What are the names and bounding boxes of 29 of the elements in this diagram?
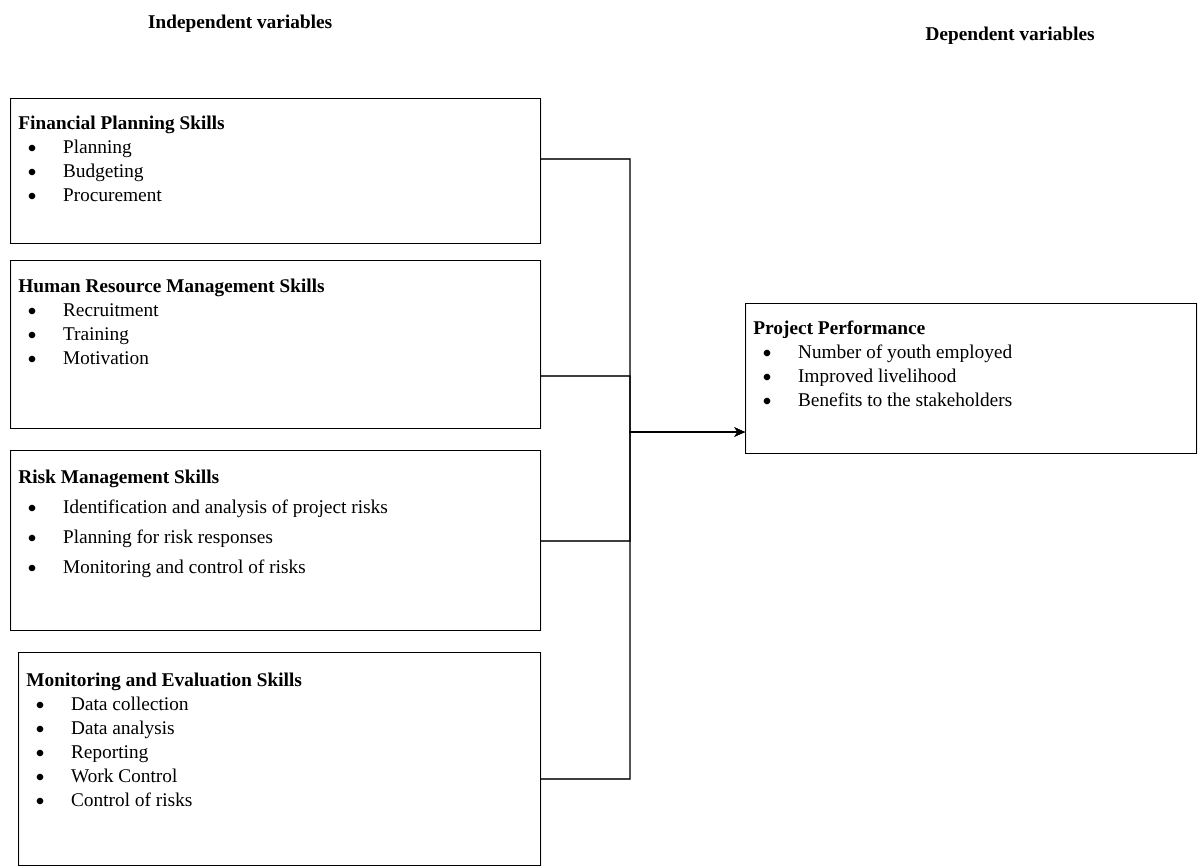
bullet-item: Recruitment [63,303,159,317]
concept-box [10,450,542,632]
concept-box [10,98,542,245]
box-heading: Risk Management Skills [18,469,219,488]
column-heading: Dependent variables [925,26,1095,45]
column-heading: Independent variables [148,14,332,33]
bullet-item: Identification and analysis of project risks [63,499,388,518]
bullet-item: Control of risks [71,792,192,807]
bullet-item: Monitoring and control of risks [63,559,305,578]
bullet-item: Work Control [70,768,177,783]
bullet-item: Benefits to the stakeholders [798,392,1012,407]
bullet-item: Data collection [71,696,189,711]
box-heading: Human Resource Management Skills [18,278,325,297]
bullet-item: Number of youth employed [798,344,1012,363]
bullet-item: Budgeting [63,163,144,182]
bullet-item: Motivation [63,351,149,365]
box-heading: Financial Planning Skills [18,115,225,134]
bullet-item: Planning for risk responses [63,529,273,548]
bullet-item: Data analysis [71,720,174,739]
bullet-item: Reporting [71,745,148,763]
concept-box [18,652,542,866]
box-heading: Monitoring and Evaluation Skills [26,672,302,691]
bullet-item: Procurement [63,188,162,202]
concept-box [745,303,1198,455]
concept-box [10,260,542,430]
bullet-item: Improved livelihood [798,368,957,387]
box-heading: Project Performance [753,320,925,339]
bullet-item: Training [63,327,129,345]
bullet-item: Planning [63,139,132,158]
